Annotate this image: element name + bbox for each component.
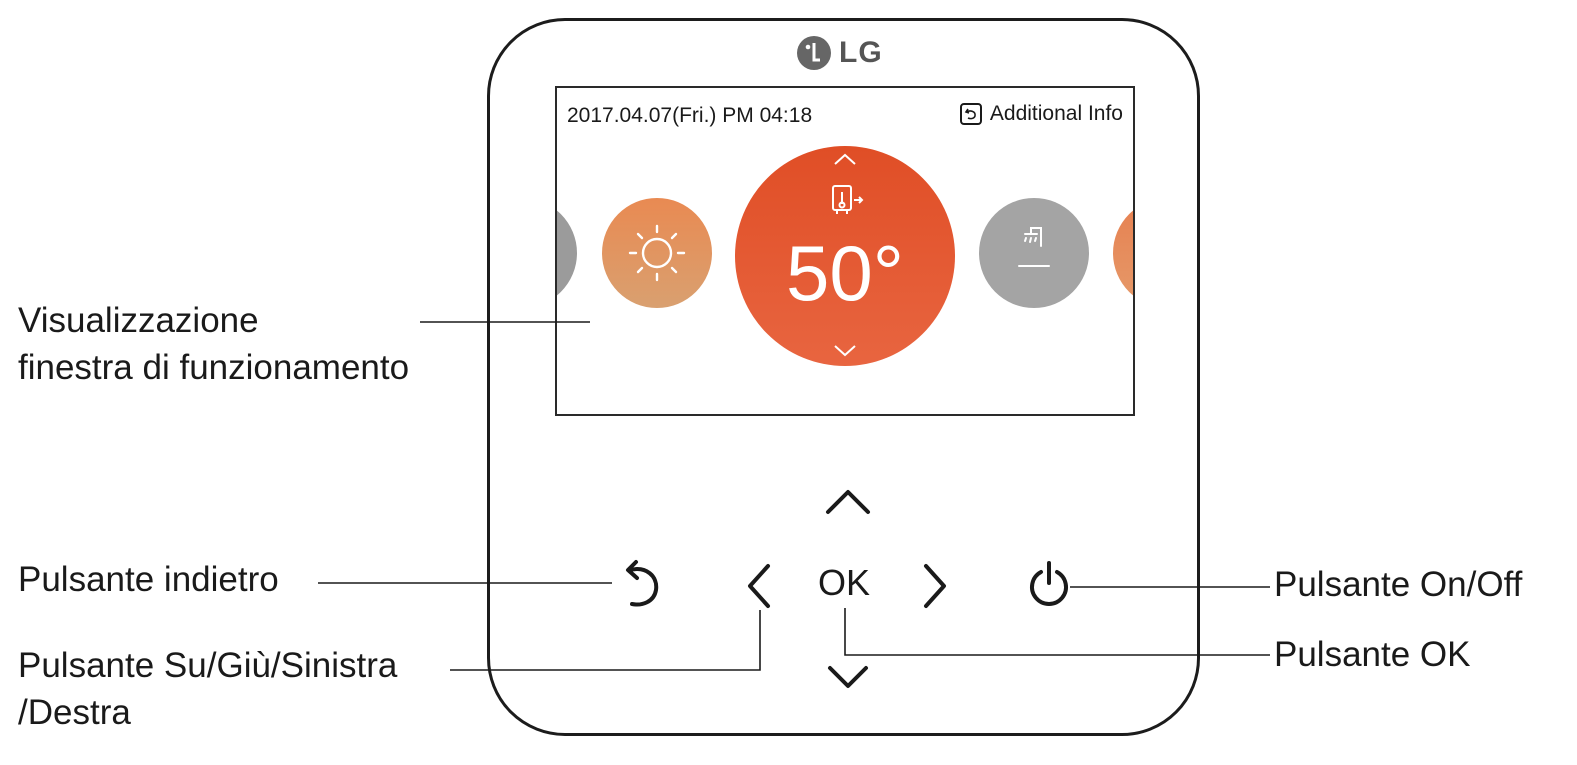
return-icon [959,103,982,125]
mode-item-shower[interactable] [979,198,1089,308]
chevron-down-icon [834,345,856,357]
chevron-down-button [828,666,868,688]
mode-item-heating[interactable] [602,198,712,308]
label-display-line1: Visualizzazione [18,301,259,340]
shower-icon [1018,227,1050,267]
chevron-right-button [924,564,946,608]
target-temperature: 50° [786,229,904,317]
label-back-button: Pulsante indietro [18,560,279,599]
chevron-left-button [748,564,770,608]
label-nav-line1: Pulsante Su/Giù/Sinistra [18,646,398,685]
label-nav-line2: /Destra [18,693,131,732]
date-time: 2017.04.07(Fri.) PM 04:18 [567,104,813,127]
additional-info-label: Additional Info [989,102,1123,125]
ok-button[interactable]: OK [818,562,871,603]
chevron-up-button [826,490,870,514]
water-heater-icon [832,185,864,214]
label-ok-button: Pulsante OK [1274,635,1471,674]
chevron-up-icon[interactable] [735,146,955,366]
label-onoff-button: Pulsante On/Off [1274,565,1523,604]
label-display-line2: finestra di funzionamento [18,348,410,387]
operation-display: 2017.04.07(Fri.) PM 04:18 Additional Inf… [555,86,1135,416]
callout-line-ok [844,608,1270,656]
back-button [626,560,659,607]
callout-line-nav [450,610,761,671]
power-button [1030,561,1068,606]
lg-logo-icon [797,36,831,70]
brand-logo: LG [795,33,883,73]
mode-item-hot-water[interactable]: 50° [735,146,955,366]
brand-name: LG [839,36,883,69]
sun-icon [628,224,686,282]
additional-info-button[interactable]: Additional Info [959,102,1123,126]
